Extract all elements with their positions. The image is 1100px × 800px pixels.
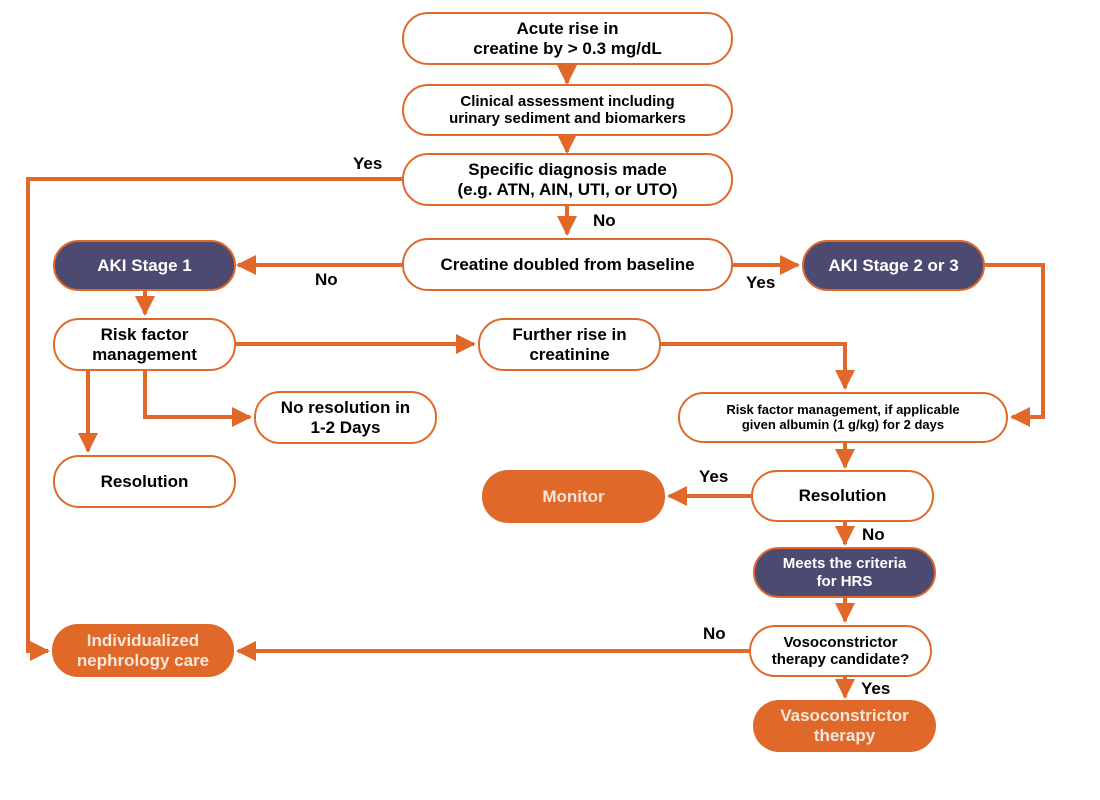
node-risk-factor-albumin-line-2: given albumin (1 g/kg) for 2 days: [741, 416, 945, 432]
node-clinical-assessment-line-2: urinary sediment and biomarkers: [449, 110, 686, 127]
node-aki-stage-1: AKI Stage 1: [53, 240, 236, 291]
node-risk-factor-management-left-line-1: Risk factor: [100, 324, 189, 344]
node-resolution-left: Resolution: [53, 455, 236, 508]
node-individualized-care-line-2: nephrology care: [76, 650, 210, 670]
node-resolution-right: Resolution: [751, 470, 934, 522]
node-vasoconstrictor-candidate-line-1: Vosoconstrictor: [783, 633, 898, 651]
edge-diagnosis-yes-to-care: [26, 177, 403, 661]
node-no-resolution-line-1: No resolution in: [280, 397, 411, 417]
edge-further-rise-to-albumin: [661, 342, 855, 390]
node-vasoconstrictor-candidate-line-2: therapy candidate?: [771, 651, 910, 668]
label-candidate-yes: Yes: [861, 679, 891, 698]
node-further-rise-line-2: creatinine: [529, 344, 610, 364]
node-resolution-left-line-1: Resolution: [100, 471, 189, 491]
node-meets-hrs-line-2: for HRS: [816, 572, 873, 590]
node-specific-diagnosis-line-2: (e.g. ATN, AIN, UTI, or UTO): [457, 179, 678, 199]
node-specific-diagnosis-line-1: Specific diagnosis made: [468, 159, 667, 179]
label-doubled-no: No: [315, 270, 338, 289]
node-aki-stage-2-3: AKI Stage 2 or 3: [802, 240, 985, 291]
label-diagnosis-yes: Yes: [353, 154, 383, 173]
node-vasoconstrictor-therapy-line-2: therapy: [813, 726, 876, 745]
label-resolution-yes: Yes: [699, 467, 729, 486]
node-aki-stage-2-3-line-1: AKI Stage 2 or 3: [828, 255, 959, 275]
node-vasoconstrictor-therapy-line-1: Vasoconstrictor: [780, 706, 909, 726]
node-individualized-care-line-1: Individualized: [86, 630, 200, 650]
node-aki-stage-1-line-1: AKI Stage 1: [97, 255, 192, 275]
node-creatine-doubled: Creatine doubled from baseline: [402, 238, 733, 291]
node-monitor: Monitor: [482, 470, 665, 523]
node-clinical-assessment-line-1: Clinical assessment including: [460, 92, 675, 110]
node-no-resolution-line-2: 1-2 Days: [310, 417, 381, 437]
edge-stage23-to-albumin: [985, 263, 1045, 427]
label-diagnosis-no: No: [593, 211, 616, 230]
node-specific-diagnosis: Specific diagnosis made(e.g. ATN, AIN, U…: [402, 153, 733, 206]
label-resolution-no: No: [862, 525, 885, 544]
label-candidate-no: No: [703, 624, 726, 643]
node-acute-rise-line-2: creatine by > 0.3 mg/dL: [473, 38, 662, 58]
node-meets-hrs-line-1: Meets the criteria: [782, 555, 907, 573]
node-further-rise-line-1: Further rise in: [512, 324, 627, 344]
node-monitor-line-1: Monitor: [542, 486, 605, 506]
label-doubled-yes: Yes: [746, 273, 776, 292]
node-resolution-right-line-1: Resolution: [798, 486, 887, 506]
node-risk-factor-management-left-line-2: management: [92, 344, 197, 364]
node-acute-rise-line-1: Acute rise in: [516, 18, 619, 38]
node-creatine-doubled-line-1: Creatine doubled from baseline: [440, 254, 695, 274]
edge-riskfactor-to-no-resolution: [143, 371, 252, 427]
node-risk-factor-albumin-line-1: Risk factor management, if applicable: [726, 401, 960, 417]
